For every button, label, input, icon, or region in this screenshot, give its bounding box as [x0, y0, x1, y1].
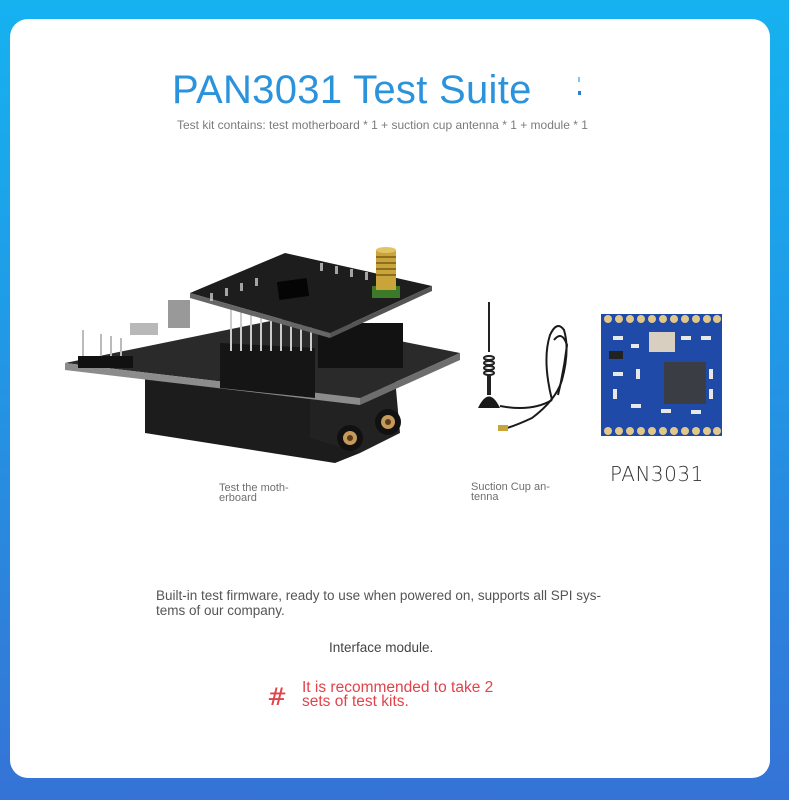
page-title: PAN3031 Test Suite	[172, 68, 532, 112]
module-caption: PAN3031	[610, 462, 704, 486]
kit-contents-text: Test kit contains: test motherboard * 1 …	[177, 118, 588, 132]
pan3031-module-image	[601, 314, 722, 436]
test-motherboard-image	[65, 247, 460, 463]
motherboard-caption: Test the moth-erboard	[219, 482, 289, 504]
suction-cup-antenna-image	[478, 302, 569, 431]
interface-label: Interface module.	[329, 640, 434, 655]
antenna-caption: Suction Cup an-tenna	[471, 481, 550, 503]
hash-icon: #	[267, 683, 288, 711]
firmware-description: Built-in test firmware, ready to use whe…	[156, 588, 601, 618]
title-decoration	[578, 77, 582, 103]
